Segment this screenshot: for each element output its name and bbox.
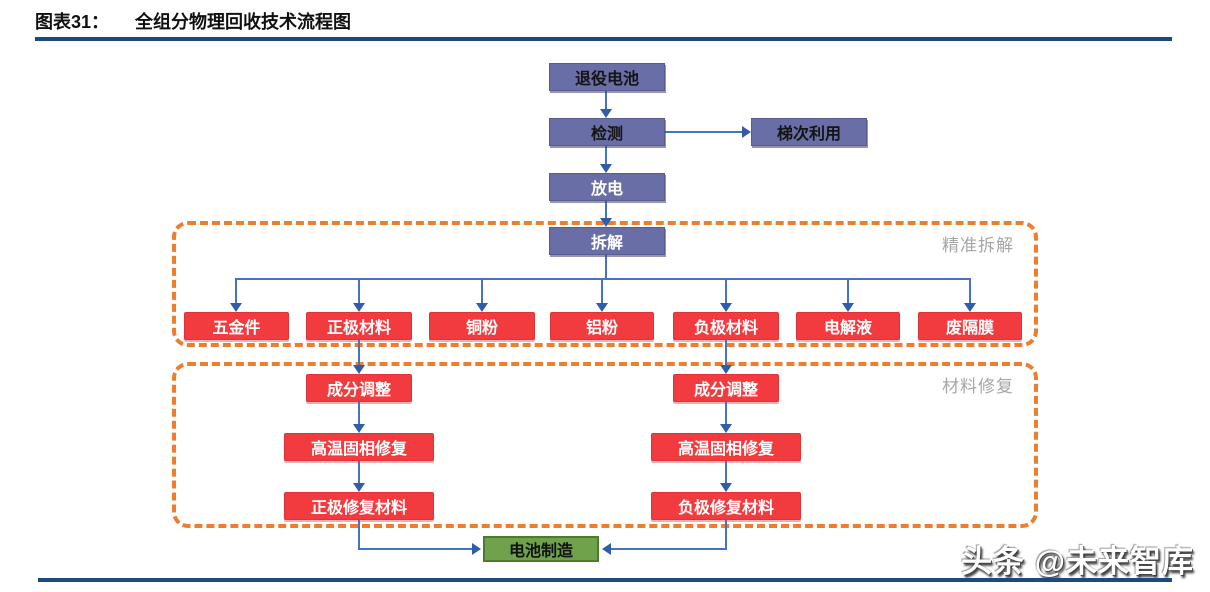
arrowhead-cathode-to-manufacturing bbox=[472, 543, 481, 555]
connector-inspection-to-cascade bbox=[665, 131, 742, 133]
output-cathode-material: 正极材料 bbox=[306, 312, 412, 340]
connector-cathode-to-adjust bbox=[358, 340, 360, 366]
connector-battery-to-inspection bbox=[605, 91, 607, 111]
arrowhead-drop-5 bbox=[720, 303, 732, 312]
cathode-chain-step-adjust: 成分调整 bbox=[306, 374, 412, 402]
arrowhead-drop-2 bbox=[353, 303, 365, 312]
output-hardware-parts: 五金件 bbox=[184, 312, 289, 340]
connector-anode-elbow-h bbox=[611, 548, 727, 550]
arrowhead-anode-to-manufacturing bbox=[602, 543, 611, 555]
output-aluminum-powder: 铝粉 bbox=[550, 312, 654, 340]
connector-cathode-elbow-v bbox=[358, 520, 360, 550]
arrowhead-drop-6 bbox=[842, 303, 854, 312]
connector-drop-3 bbox=[481, 278, 483, 304]
connector-drop-1 bbox=[235, 278, 237, 304]
figure-title: 图表31： 全组分物理回收技术流程图 bbox=[35, 8, 351, 34]
arrowhead-drop-4 bbox=[596, 303, 608, 312]
node-battery-manufacturing: 电池制造 bbox=[483, 536, 599, 562]
output-anode-material: 负极材料 bbox=[673, 312, 779, 340]
node-cascade-use: 梯次利用 bbox=[751, 118, 867, 146]
arrowhead-cathode-to-adjust bbox=[353, 365, 365, 374]
connector-drop-6 bbox=[847, 278, 849, 304]
connector-drop-7 bbox=[969, 278, 971, 304]
top-rule bbox=[35, 37, 1172, 41]
connector-cathode-repair-to-material bbox=[358, 461, 360, 484]
anode-chain-step-adjust: 成分调整 bbox=[673, 374, 779, 402]
connector-anode-to-adjust bbox=[725, 340, 727, 366]
node-discharge: 放电 bbox=[549, 173, 665, 201]
anode-chain-step-material: 负极修复材料 bbox=[651, 492, 801, 520]
arrowhead-anode-adjust-to-repair bbox=[720, 424, 732, 433]
arrowhead-cathode-adjust-to-repair bbox=[353, 424, 365, 433]
arrowhead-drop-3 bbox=[476, 303, 488, 312]
connector-distribution-bar bbox=[235, 278, 971, 280]
watermark-toutiao: 头条 @未来智库 bbox=[961, 544, 1194, 579]
connector-anode-elbow-v bbox=[725, 520, 727, 550]
connector-drop-4 bbox=[601, 278, 603, 304]
output-waste-separator: 废隔膜 bbox=[918, 312, 1022, 340]
arrowhead-drop-1 bbox=[230, 303, 242, 312]
node-retired-battery: 退役电池 bbox=[549, 63, 665, 91]
connector-discharge-to-disassembly bbox=[605, 201, 607, 219]
connector-anode-repair-to-material bbox=[725, 461, 727, 484]
connector-inspection-to-discharge bbox=[605, 146, 607, 165]
bottom-rule bbox=[38, 578, 1172, 582]
output-electrolyte: 电解液 bbox=[796, 312, 900, 340]
stage-label-material-repair: 材料修复 bbox=[942, 377, 1014, 396]
output-copper-powder: 铜粉 bbox=[429, 312, 535, 340]
figure-number-label: 图表31： bbox=[35, 12, 110, 32]
node-inspection: 检测 bbox=[549, 118, 665, 146]
connector-anode-adjust-to-repair bbox=[725, 402, 727, 425]
stage-label-precise-disassembly: 精准拆解 bbox=[942, 236, 1014, 255]
arrowhead-anode-to-adjust bbox=[720, 365, 732, 374]
connector-cathode-elbow-h bbox=[358, 548, 472, 550]
node-disassembly: 拆解 bbox=[549, 227, 665, 255]
arrowhead-cathode-repair-to-material bbox=[353, 483, 365, 492]
connector-drop-5 bbox=[725, 278, 727, 304]
stage-box-material-repair bbox=[172, 362, 1038, 528]
arrowhead-inspection-to-discharge bbox=[600, 164, 612, 173]
arrowhead-inspection-to-cascade bbox=[742, 126, 751, 138]
figure-title-text: 全组分物理回收技术流程图 bbox=[135, 12, 352, 32]
arrowhead-battery-to-inspection bbox=[600, 109, 612, 118]
arrowhead-discharge-to-disassembly bbox=[600, 218, 612, 227]
anode-chain-step-hightemp: 高温固相修复 bbox=[651, 433, 801, 461]
connector-drop-2 bbox=[358, 278, 360, 304]
cathode-chain-step-hightemp: 高温固相修复 bbox=[284, 433, 434, 461]
arrowhead-drop-7 bbox=[964, 303, 976, 312]
arrowhead-anode-repair-to-material bbox=[720, 483, 732, 492]
cathode-chain-step-material: 正极修复材料 bbox=[284, 492, 434, 520]
connector-disassembly-stem bbox=[605, 255, 607, 280]
connector-cathode-adjust-to-repair bbox=[358, 402, 360, 425]
